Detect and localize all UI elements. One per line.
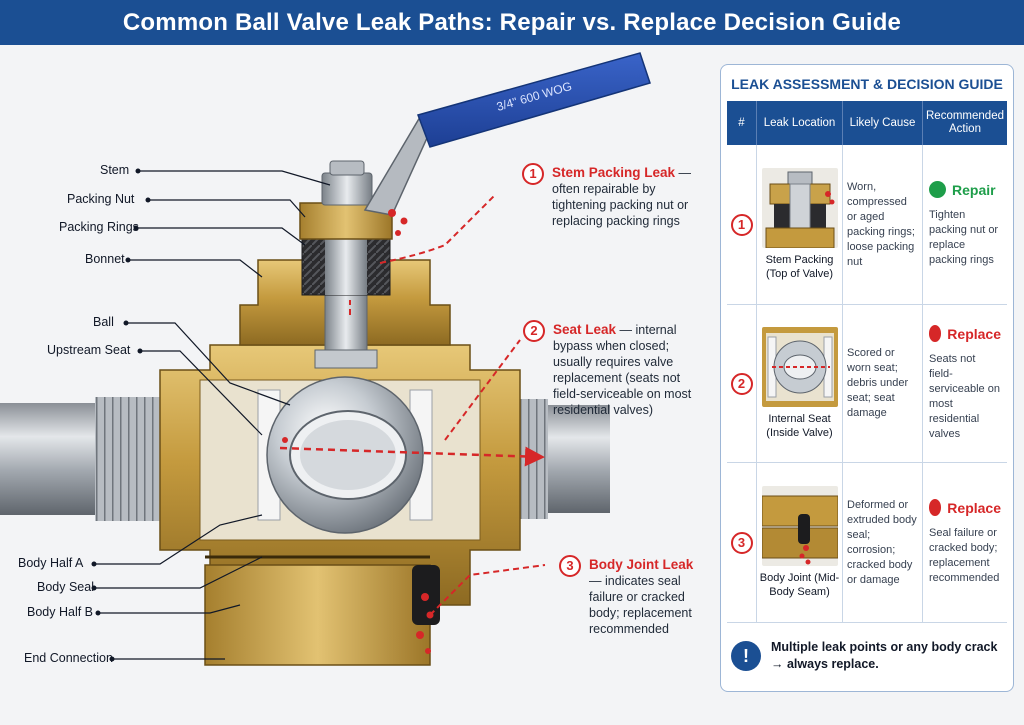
callout-text: — often repairable by tightening packing… [552,166,692,228]
row-location: Internal Seat (Inside Valve) [766,413,833,439]
exclamation-icon: ! [731,641,761,671]
status-dot-red [929,325,942,342]
row-location: Body Joint (Mid-Body Seam) [759,572,840,598]
guide-row: 1 Stem Packing (Top of Valve) Worn, comp… [727,145,1007,305]
body-joint-thumbnail [761,486,838,566]
row-location: Stem Packing (Top of Valve) [765,254,834,280]
page-title: Common Ball Valve Leak Paths: Repair vs.… [122,8,902,36]
verdict-note: Seal failure or cracked body; replacemen… [929,527,1000,584]
label-stem: Stem [100,163,130,177]
header-num: # [727,101,757,145]
guide-row: 2 Internal Seat (Inside Valve) Scored or… [727,305,1007,463]
end-connection-body [204,564,431,666]
status-dot-red [929,499,942,516]
verdict-label: Replace [947,499,1001,516]
handle-arm [363,115,433,216]
row-number: 1 [730,213,753,236]
guide-table-header: # Leak Location Likely Cause Recommended… [727,101,1007,145]
label-packing-nut: Packing Nut [67,192,135,206]
row-number: 2 [730,372,753,395]
guide-row: 3 Body Joint (Mid-Body Seam) Deformed or… [727,463,1007,623]
valve-diagram: 3/4" 600 WOG [0,45,712,725]
verdict-label: Repair [952,181,996,198]
row-number: 3 [730,531,753,554]
row-cause: Worn, compressed or aged packing rings; … [843,145,923,304]
label-body-half-a: Body Half A [18,556,84,570]
decision-guide-panel: LEAK ASSESSMENT & DECISION GUIDE # Leak … [720,64,1014,692]
callout-body-joint-leak: 3 Body Joint Leak — indicates seal failu… [559,555,707,637]
label-bonnet: Bonnet [85,252,125,266]
handle-grip [417,52,651,148]
label-ball: Ball [93,315,114,329]
verdict-repair: Repair [929,181,1001,198]
row-cause: Deformed or extruded body seal; corrosio… [843,463,923,622]
label-upstream-seat: Upstream Seat [47,343,131,357]
verdict-note: Seats not field-serviceable on most resi… [929,353,1000,440]
verdict-replace: Replace [929,325,1001,342]
callout-title: Seat Leak [553,322,617,337]
header-location: Leak Location [757,101,843,145]
callout-number: 3 [559,555,581,577]
callout-title: Stem Packing Leak [552,165,676,180]
internal-seat-thumbnail [761,327,838,407]
label-packing-rings: Packing Rings [59,220,139,234]
stem-packing-thumbnail [761,168,838,248]
status-dot-green [929,181,946,198]
callout-seat-leak: 2 Seat Leak — internal bypass when close… [523,320,703,418]
row-cause: Scored or worn seat; debris under seat; … [843,305,923,462]
valve-cutaway-illustration: 3/4" 600 WOG [0,52,651,666]
label-body-seal: Body Seal [37,580,94,594]
verdict-label: Replace [947,325,1001,342]
label-end-connection: End Connection [24,651,113,665]
guide-title: LEAK ASSESSMENT & DECISION GUIDE [731,76,1003,92]
header-cause: Likely Cause [843,101,923,145]
callout-stem-packing-leak: 1 Stem Packing Leak — often repairable b… [522,163,702,229]
label-body-half-b: Body Half B [27,605,94,619]
callout-title: Body Joint Leak [589,557,694,572]
callout-text: — indicates seal failure or cracked body… [589,574,692,636]
callout-number: 2 [523,320,545,342]
callout-text: — internal bypass when closed; usually r… [553,323,692,417]
footer-note-text: Multiple leak points or any body crack →… [771,640,998,671]
title-bar: Common Ball Valve Leak Paths: Repair vs.… [0,0,1024,45]
header-action: Recommended Action [926,110,1004,135]
verdict-replace: Replace [929,499,1001,516]
leak-drops [282,209,434,654]
verdict-note: Tighten packing nut or replace packing r… [929,209,999,266]
callout-number: 1 [522,163,544,185]
footer-note: ! Multiple leak points or any body crack… [731,631,1003,681]
